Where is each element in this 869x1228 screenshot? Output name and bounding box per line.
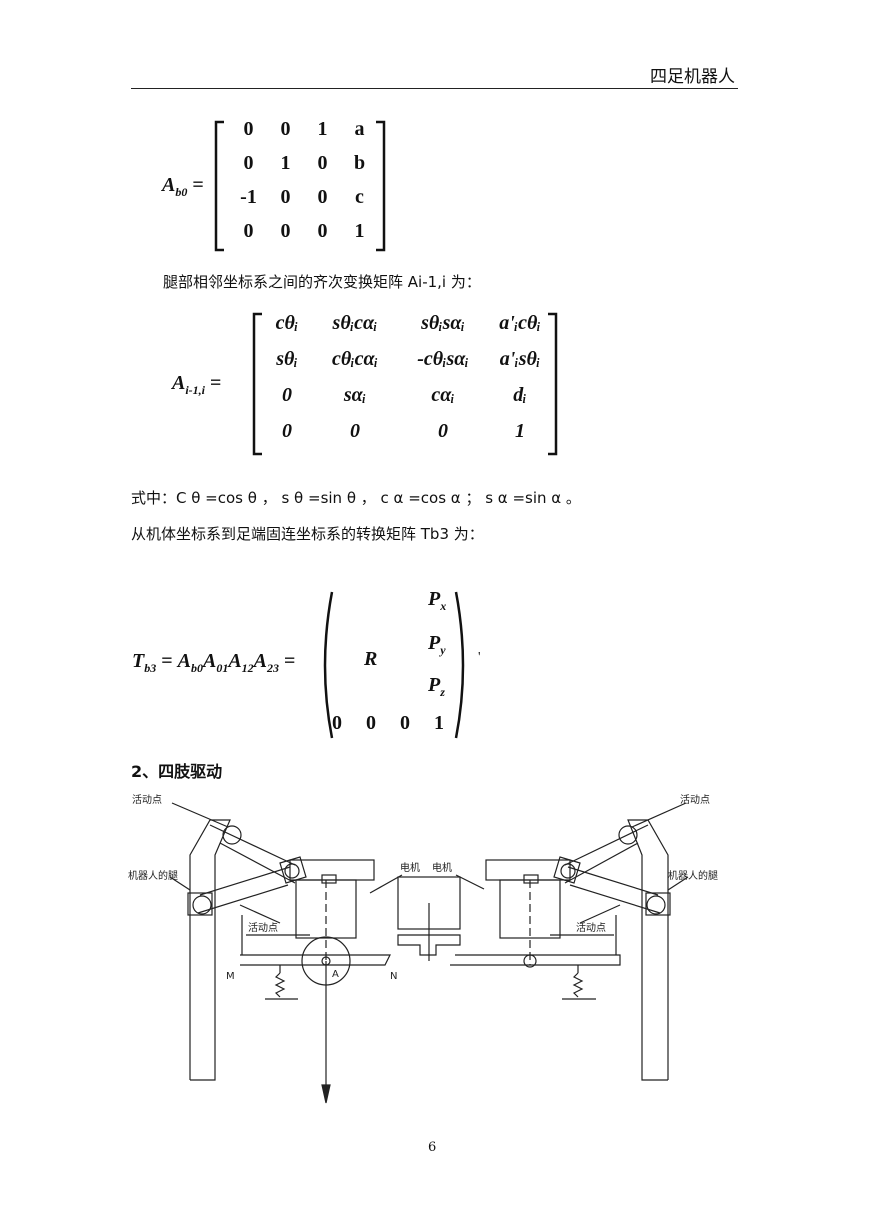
eq2-brackets bbox=[252, 312, 558, 456]
matrix-cell: 0 bbox=[280, 186, 291, 208]
matrix-cell: -1 bbox=[240, 186, 257, 208]
matrix-cell: a bbox=[354, 118, 365, 140]
page-header: 四足机器人 bbox=[650, 67, 735, 87]
label-motor-1: 电机 bbox=[400, 861, 420, 874]
eq3-r: R bbox=[364, 648, 378, 670]
matrix-cell: cθᵢcαᵢ bbox=[332, 348, 378, 370]
matrix-cell: 1 bbox=[354, 220, 365, 242]
label-robot-leg-left: 机器人的腿 bbox=[128, 869, 178, 882]
eq3-parens bbox=[323, 591, 465, 739]
header-rule bbox=[131, 88, 738, 89]
matrix-cell: a'ᵢcθᵢ bbox=[499, 312, 541, 334]
paragraph-transform: 从机体坐标系到足端固连坐标系的转换矩阵 Tb3 为： bbox=[131, 525, 484, 543]
label-active-point-ml: 活动点 bbox=[248, 922, 278, 934]
matrix-cell: 0 bbox=[400, 712, 410, 734]
section-title: 2、四肢驱动 bbox=[131, 762, 223, 781]
label-active-point-tr: 活动点 bbox=[680, 794, 710, 806]
matrix-cell: 0 bbox=[366, 712, 376, 734]
matrix-cell: 1 bbox=[280, 152, 291, 174]
eq3-lhs: Tb3 = Ab0A01A12A23 = bbox=[132, 650, 296, 675]
eq3-px: Px bbox=[428, 588, 447, 613]
matrix-cell: sθᵢsαᵢ bbox=[421, 312, 465, 334]
matrix-cell: sθᵢ bbox=[276, 348, 298, 370]
matrix-cell: 1 bbox=[317, 118, 328, 140]
matrix-cell: dᵢ bbox=[513, 384, 527, 406]
matrix-cell: 1 bbox=[515, 420, 525, 442]
matrix-cell: cαᵢ bbox=[431, 384, 455, 406]
matrix-cell: b bbox=[353, 152, 366, 174]
matrix-cell: 0 bbox=[350, 420, 360, 442]
eq3-trailing-mark: ' bbox=[478, 650, 481, 665]
matrix-cell: sαᵢ bbox=[343, 384, 367, 406]
paragraph-cos-sin: 式中：C θ =cos θ ， s θ =sin θ ， c α =cos α … bbox=[131, 489, 581, 507]
label-m: M bbox=[226, 971, 235, 982]
label-active-point-tl: 活动点 bbox=[132, 794, 162, 806]
matrix-cell: 0 bbox=[317, 186, 328, 208]
matrix-cell: 0 bbox=[243, 220, 254, 242]
eq1-brackets bbox=[214, 120, 386, 252]
matrix-cell: 1 bbox=[434, 712, 444, 734]
matrix-cell: -cθᵢsαᵢ bbox=[417, 348, 469, 370]
eq3-pz: Pz bbox=[428, 674, 445, 699]
matrix-cell: a'ᵢsθᵢ bbox=[499, 348, 541, 370]
matrix-cell: sθᵢcαᵢ bbox=[332, 312, 378, 334]
matrix-cell: cθᵢ bbox=[275, 312, 299, 334]
matrix-cell: 0 bbox=[243, 152, 254, 174]
matrix-cell: 0 bbox=[317, 220, 328, 242]
limb-drive-diagram: 活动点 活动点 机器人的腿 机器人的腿 活动点 活动点 电机 电机 M A N bbox=[128, 794, 718, 1104]
matrix-cell: 0 bbox=[282, 384, 292, 406]
eq1-lhs: Ab0 = bbox=[162, 174, 204, 199]
label-n: N bbox=[390, 971, 397, 982]
matrix-cell: c bbox=[355, 186, 364, 208]
matrix-cell: 0 bbox=[438, 420, 448, 442]
matrix-cell: 0 bbox=[282, 420, 292, 442]
matrix-cell: 0 bbox=[243, 118, 254, 140]
eq2-lhs: Ai-1,i = bbox=[172, 372, 222, 397]
equation-ab0: Ab0 = 0 0 1 a 0 1 0 b -1 0 0 c 0 0 0 1 bbox=[160, 118, 400, 258]
paragraph-homogeneous: 腿部相邻坐标系之间的齐次变换矩阵 Ai-1,i 为： bbox=[163, 273, 481, 291]
eq3-py: Py bbox=[428, 632, 446, 657]
page-number: 6 bbox=[428, 1140, 437, 1155]
equation-ai: Ai-1,i = cθᵢ sθᵢcαᵢ sθᵢsαᵢ a'ᵢcθᵢ sθᵢ cθᵢcαᵢ -… bbox=[172, 310, 572, 460]
label-a: A bbox=[332, 969, 339, 980]
label-robot-leg-right: 机器人的腿 bbox=[668, 869, 718, 882]
matrix-cell: 0 bbox=[280, 118, 291, 140]
equation-tb3: Tb3 = Ab0A01A12A23 = R Px Py Pz 0 0 0 1 ' bbox=[132, 586, 492, 746]
matrix-cell: 0 bbox=[317, 152, 328, 174]
matrix-cell: 0 bbox=[280, 220, 291, 242]
matrix-cell: 0 bbox=[332, 712, 342, 734]
label-active-point-mr: 活动点 bbox=[576, 922, 606, 934]
label-motor-2: 电机 bbox=[432, 861, 452, 874]
